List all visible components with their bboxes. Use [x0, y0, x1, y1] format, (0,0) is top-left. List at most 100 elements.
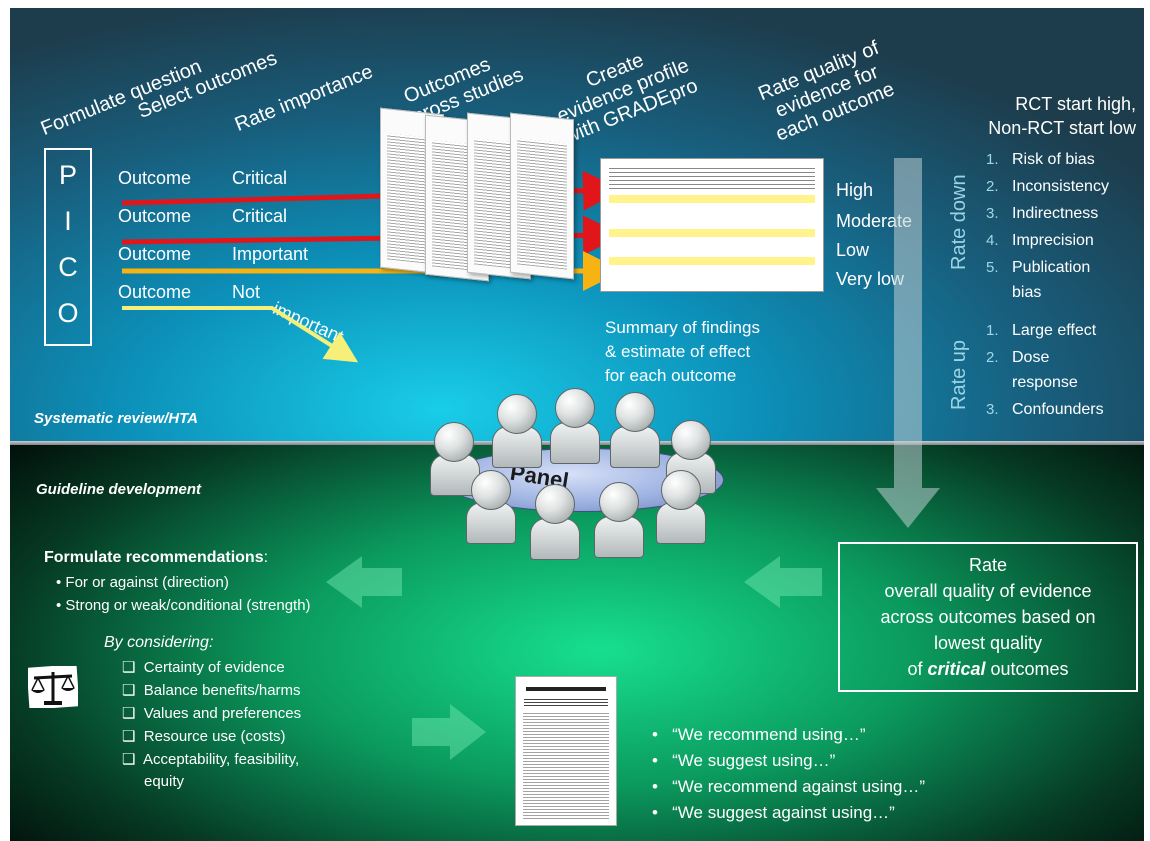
- rate-up-item: response: [986, 374, 1078, 392]
- consideration-item: ❑ Balance benefits/harms: [122, 682, 301, 699]
- not-important-outcome-arrow: [122, 306, 359, 363]
- rate-down-text: Inconsistency: [1012, 178, 1109, 195]
- rct-start-note: RCT start high, Non-RCT start low: [934, 92, 1136, 140]
- consideration-item: ❑ Acceptability, feasibility,: [122, 751, 300, 768]
- guideline-paper: [515, 676, 617, 826]
- panel-member-head: [497, 394, 537, 434]
- evidence-profile-table: [600, 158, 824, 292]
- section-label-guideline-development: Guideline development: [36, 481, 202, 498]
- quote-text: “We recommend using…”: [672, 725, 866, 744]
- rct-line2: Non-RCT start low: [988, 118, 1136, 138]
- consideration-text: Resource use (costs): [143, 728, 286, 745]
- quality-level-high: High: [836, 180, 874, 200]
- panel-member-body: [610, 426, 660, 468]
- rate-down-num: 1.: [986, 151, 999, 168]
- recommendation-quote: • “We recommend using…”: [652, 725, 866, 744]
- rate-up-item: 1. Large effect: [986, 322, 1096, 340]
- panel-member-head: [471, 470, 511, 510]
- rate-down-num: 4.: [986, 232, 999, 249]
- rate-down-text: bias: [1012, 284, 1042, 301]
- summary-of-findings: Summary of findings & estimate of effect…: [605, 316, 760, 388]
- balance-scale-icon: [28, 666, 78, 708]
- quality-level-moderate: Moderate: [836, 211, 913, 231]
- rate-down-item: 5.Publication: [986, 259, 1090, 277]
- grade-process-diagram: Formulate question Select outcomes Rate …: [10, 8, 1144, 841]
- consideration-item: ❑ Resource use (costs): [122, 728, 286, 745]
- pico-letter-c: C: [58, 252, 78, 282]
- pico-letter-i: I: [64, 206, 72, 236]
- guideline-paper-subtitle: [524, 697, 608, 707]
- outcome-importance-not: Not: [232, 282, 261, 302]
- rate-up-item: 2.Dose: [986, 349, 1049, 367]
- overall-line5: of critical outcomes: [840, 658, 1136, 680]
- overall-line5-critical: critical: [927, 659, 986, 679]
- consideration-item: ❑ Values and preferences: [122, 705, 302, 722]
- outcome-label: Outcome: [118, 206, 192, 226]
- quote-text: “We suggest against using…”: [672, 803, 895, 822]
- rate-down-item: 3.Indirectness: [986, 205, 1098, 223]
- panel-member-head: [555, 388, 595, 428]
- formulate-recommendations-title: Formulate recommendations:: [44, 549, 268, 567]
- rate-down-item: 4. Imprecision: [986, 232, 1094, 250]
- overall-line3: across outcomes based on: [880, 607, 1096, 627]
- quote-text: “We recommend against using…”: [672, 777, 926, 796]
- rate-up-text: response: [1012, 374, 1078, 391]
- overall-line4: lowest quality: [933, 633, 1043, 653]
- outcome-label: Outcome: [118, 168, 192, 188]
- panel-member-body: [550, 422, 600, 464]
- rate-down-text: Publication: [1012, 259, 1091, 276]
- right-flow-arrow: [412, 704, 486, 760]
- recommendation-quote: • “We suggest using…”: [652, 751, 836, 770]
- rct-line1: RCT start high,: [1015, 94, 1136, 114]
- rate-up-item: 3.Confounders: [986, 401, 1104, 419]
- panel-member-head: [599, 482, 639, 522]
- quality-level-low: Low: [836, 240, 870, 260]
- outcome-importance: Critical: [232, 206, 288, 226]
- rate-down-text: Imprecision: [1012, 232, 1094, 249]
- consideration-item: ❑ Certainty of evidence: [122, 659, 285, 676]
- recommendation-quote: • “We recommend against using…”: [652, 777, 926, 796]
- panel-member-head: [535, 484, 575, 524]
- recommendation-bullet: • Strong or weak/conditional (strength): [56, 597, 311, 614]
- panel-member-head: [671, 420, 711, 460]
- pico-box: P I C O: [44, 148, 92, 346]
- consideration-item-continued: equity: [144, 773, 185, 790]
- formulate-recommendations-bold: Formulate recommendations: [44, 549, 264, 566]
- quality-level-very-low: Very low: [836, 269, 905, 289]
- formulate-recommendations-colon: :: [263, 549, 269, 566]
- overall-quality-box: Rate overall quality of evidence across …: [838, 542, 1138, 692]
- rate-down-text: Risk of bias: [1012, 151, 1095, 168]
- systematic-review-panel: [10, 8, 1144, 444]
- evidence-profile-row-highlight: [609, 229, 815, 237]
- rate-down-item: 1. Risk of bias: [986, 151, 1095, 169]
- section-label-systematic-review: Systematic review/HTA: [34, 410, 198, 427]
- summary-line1: Summary of findings: [605, 318, 760, 337]
- overall-line1: Rate: [968, 555, 1008, 575]
- recommendation-bullet: • For or against (direction): [56, 574, 229, 591]
- consideration-text: Balance benefits/harms: [143, 682, 301, 699]
- summary-line2: & estimate of effect: [605, 342, 751, 361]
- left-flow-arrow: [326, 556, 402, 608]
- overall-line5-post: outcomes: [985, 659, 1069, 679]
- guideline-paper-title: [526, 687, 606, 691]
- panel-member-head: [615, 392, 655, 432]
- rate-up-num: 2.: [986, 349, 999, 366]
- evidence-profile-row-highlight: [609, 195, 815, 203]
- recommendation-text: For or against (direction): [65, 574, 229, 591]
- panel-member-head: [661, 470, 701, 510]
- panel-member-body: [594, 516, 644, 558]
- down-flow-arrow: [876, 158, 940, 528]
- left-flow-arrow: [744, 556, 822, 608]
- pico-letter-o: O: [57, 298, 79, 328]
- evidence-profile-row-highlight: [609, 257, 815, 265]
- rate-up-text: Confounders: [1012, 401, 1104, 418]
- rate-up-text: Large effect: [1012, 322, 1097, 339]
- rate-down-num: 3.: [986, 205, 999, 222]
- overall-line2: overall quality of evidence: [884, 581, 1092, 601]
- outcome-importance: Important: [232, 244, 309, 264]
- outcome-importance: Critical: [232, 168, 288, 188]
- evidence-profile-header: [609, 165, 815, 191]
- recommendation-quote: • “We suggest against using…”: [652, 803, 895, 822]
- consideration-text: Certainty of evidence: [143, 659, 285, 676]
- rate-up-num: 1.: [986, 322, 999, 339]
